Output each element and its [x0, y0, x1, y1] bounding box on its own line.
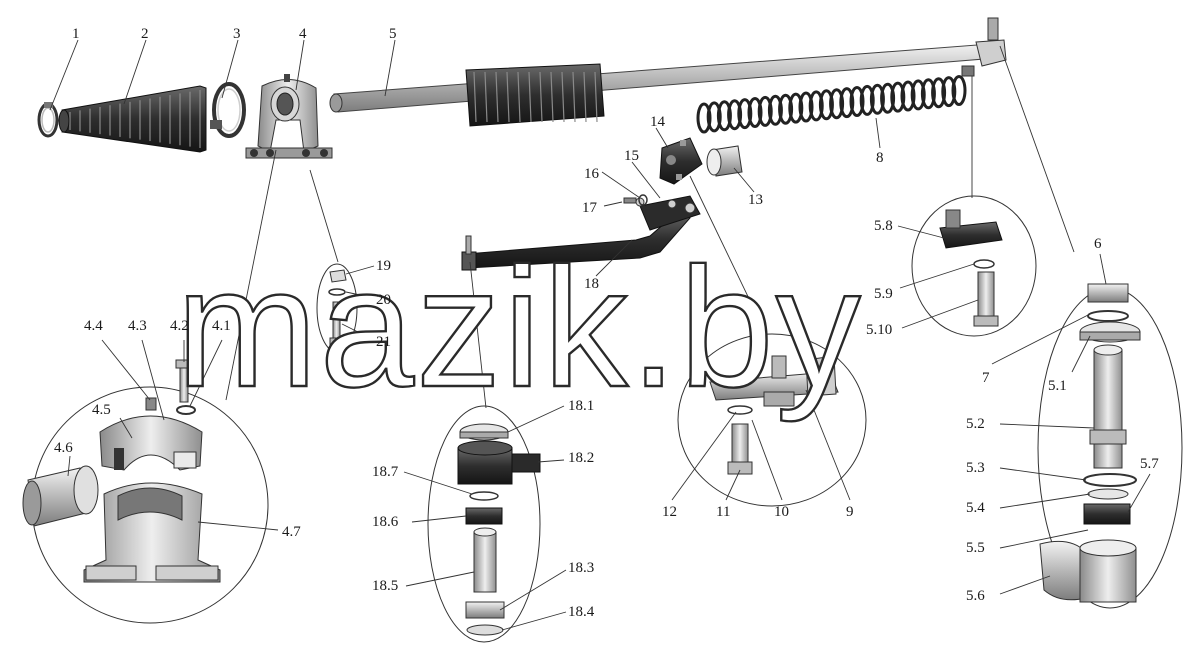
label-18-1: 18.1	[568, 398, 594, 414]
detail-oval-5-8	[897, 195, 1037, 337]
clamp-part-3	[210, 82, 246, 138]
detail-oval-5	[991, 253, 1183, 609]
label-19: 19	[376, 258, 391, 274]
lever-part-18	[461, 195, 701, 271]
label-18: 18	[584, 276, 599, 292]
label-5-8: 5.8	[874, 218, 893, 234]
label-4-7: 4.7	[282, 524, 301, 540]
label-18-7: 18.7	[372, 464, 399, 480]
label-16: 16	[584, 166, 600, 182]
detail-circle-4	[22, 339, 279, 624]
label-4-4: 4.4	[84, 318, 103, 334]
tie-rod-part-5	[329, 17, 1007, 127]
detail-oval-19-21	[316, 263, 375, 353]
detail-oval-18	[403, 405, 567, 643]
label-18-3: 18.3	[568, 560, 594, 576]
label-2: 2	[141, 26, 149, 42]
label-4-3: 4.3	[128, 318, 147, 334]
screw-part-17	[623, 194, 648, 206]
label-4-2: 4.2	[170, 318, 189, 334]
label-18-2: 18.2	[568, 450, 594, 466]
label-18-5: 18.5	[372, 578, 398, 594]
label-18-4: 18.4	[568, 604, 595, 620]
label-6: 6	[1094, 236, 1102, 252]
spring-part-8	[696, 75, 967, 134]
label-4-5: 4.5	[92, 402, 111, 418]
label-20: 20	[376, 292, 391, 308]
block-part-14	[659, 137, 703, 185]
label-9: 9	[846, 504, 854, 520]
leader-lines	[49, 39, 1075, 409]
label-5-10: 5.10	[866, 322, 892, 338]
label-5-3: 5.3	[966, 460, 985, 476]
label-12: 12	[662, 504, 677, 520]
watermark-text: mazik.by	[176, 233, 863, 423]
label-5-5: 5.5	[966, 540, 985, 556]
detail-oval-9-12	[671, 333, 867, 507]
label-7: 7	[982, 370, 990, 386]
bracket-part-4	[245, 74, 333, 159]
label-5-7: 5.7	[1140, 456, 1159, 472]
label-14: 14	[650, 114, 666, 130]
label-1: 1	[72, 26, 80, 42]
label-4: 4	[299, 26, 307, 42]
label-5-6: 5.6	[966, 588, 985, 604]
label-5-4: 5.4	[966, 500, 985, 516]
part-labels: 1 2 3 4 5 8 14 15 13 16 17 18 19 20 21 4…	[54, 26, 1159, 620]
label-4-1: 4.1	[212, 318, 231, 334]
label-8: 8	[876, 150, 884, 166]
label-17: 17	[582, 200, 598, 216]
label-3: 3	[233, 26, 241, 42]
label-5-9: 5.9	[874, 286, 893, 302]
label-21: 21	[376, 334, 391, 350]
label-11: 11	[716, 504, 730, 520]
label-10: 10	[774, 504, 789, 520]
label-18-6: 18.6	[372, 514, 399, 530]
label-13: 13	[748, 192, 763, 208]
label-4-6: 4.6	[54, 440, 73, 456]
label-5-1: 5.1	[1048, 378, 1067, 394]
label-5: 5	[389, 26, 397, 42]
clamp-part-1	[37, 102, 59, 138]
boot-part-2	[58, 85, 207, 153]
label-15: 15	[624, 148, 639, 164]
label-5-2: 5.2	[966, 416, 985, 432]
